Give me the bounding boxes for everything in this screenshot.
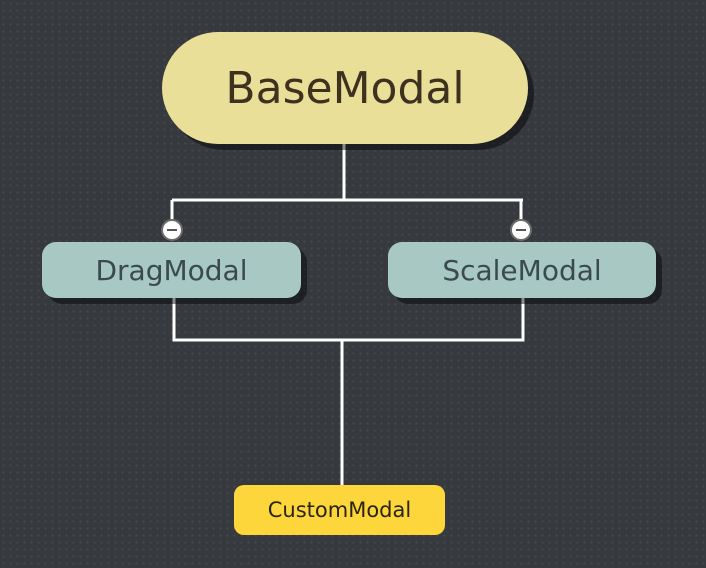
node-custommodal-label: CustomModal [267,498,412,522]
node-custommodal[interactable]: CustomModal [234,485,445,535]
node-basemodal-label: BaseModal [225,62,465,114]
connector-children-to-custom [172,298,525,485]
collapse-toggle-icon[interactable] [161,219,183,241]
node-dragmodal[interactable]: DragModal [42,242,301,298]
connector-base-to-children [170,144,523,220]
collapse-toggle-icon[interactable] [510,219,532,241]
node-dragmodal-label: DragModal [95,253,248,287]
node-scalemodal-label: ScaleModal [442,253,602,287]
node-basemodal[interactable]: BaseModal [162,32,528,144]
node-scalemodal[interactable]: ScaleModal [388,242,656,298]
